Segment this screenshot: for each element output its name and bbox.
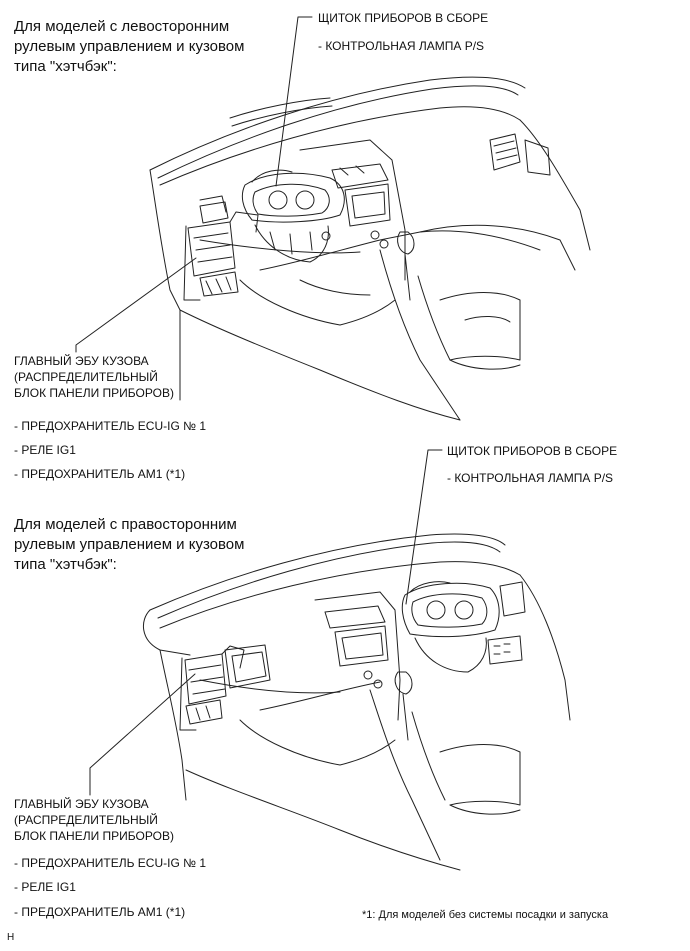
diagram2-heading-line1: Для моделей с правосторонним	[14, 516, 237, 533]
footnote: *1: Для моделей без системы посадки и за…	[362, 909, 609, 921]
diagram2-ecu-label-line1: ГЛАВНЫЙ ЭБУ КУЗОВА	[14, 797, 149, 811]
diagram2-heading-line2: рулевым управлением и кузовом	[14, 536, 245, 553]
diagram1-ecu-item-fuse-am1: - ПРЕДОХРАНИТЕЛЬ AM1 (*1)	[14, 467, 186, 481]
diagram2-heading-line3: типа "хэтчбэк":	[14, 556, 117, 573]
diagram1-ecu-label-line3: БЛОК ПАНЕЛИ ПРИБОРОВ)	[14, 386, 174, 400]
diagram1-cluster-leader	[275, 16, 313, 187]
diagram1-ecu-label-line2: (РАСПРЕДЕЛИТЕЛЬНЫЙ	[14, 370, 158, 384]
diagram1-cluster-sub: - КОНТРОЛЬНАЯ ЛАМПА P/S	[318, 39, 485, 53]
diagram1-ecu-item-relay-ig1: - РЕЛЕ IG1	[14, 443, 76, 457]
diagram2-cluster-label: ЩИТОК ПРИБОРОВ В СБОРЕ	[447, 444, 618, 458]
diagram2-ecu-label-line3: БЛОК ПАНЕЛИ ПРИБОРОВ)	[14, 829, 174, 843]
diagram2-cluster-leader	[405, 449, 443, 605]
diagram1-cluster-label: ЩИТОК ПРИБОРОВ В СБОРЕ	[318, 11, 489, 25]
diagram2-cluster-sub: - КОНТРОЛЬНАЯ ЛАМПА P/S	[447, 471, 614, 485]
diagram1-heading-line3: типа "хэтчбэк":	[14, 58, 117, 75]
diagram1-ecu-item-fuse-ecuig: - ПРЕДОХРАНИТЕЛЬ ECU-IG № 1	[14, 419, 207, 433]
diagram2-ecu-leader	[89, 673, 196, 796]
diagram2-ecu-item-fuse-ecuig: - ПРЕДОХРАНИТЕЛЬ ECU-IG № 1	[14, 856, 207, 870]
diagram2-ecu-item-relay-ig1: - РЕЛЕ IG1	[14, 880, 76, 894]
diagram1-ecu-leader	[75, 257, 197, 353]
diagram2-ecu-label-line2: (РАСПРЕДЕЛИТЕЛЬНЫЙ	[14, 813, 158, 827]
diagram1-heading-line1: Для моделей с левосторонним	[14, 18, 230, 35]
diagram1-ecu-label-line1: ГЛАВНЫЙ ЭБУ КУЗОВА	[14, 354, 149, 368]
corner-code: H	[7, 932, 15, 943]
dashboard-rhd-illustration	[142, 533, 571, 871]
diagram2-ecu-item-fuse-am1: - ПРЕДОХРАНИТЕЛЬ AM1 (*1)	[14, 905, 186, 919]
dashboard-lhd-illustration	[149, 76, 591, 421]
diagram1-heading-line2: рулевым управлением и кузовом	[14, 38, 245, 55]
